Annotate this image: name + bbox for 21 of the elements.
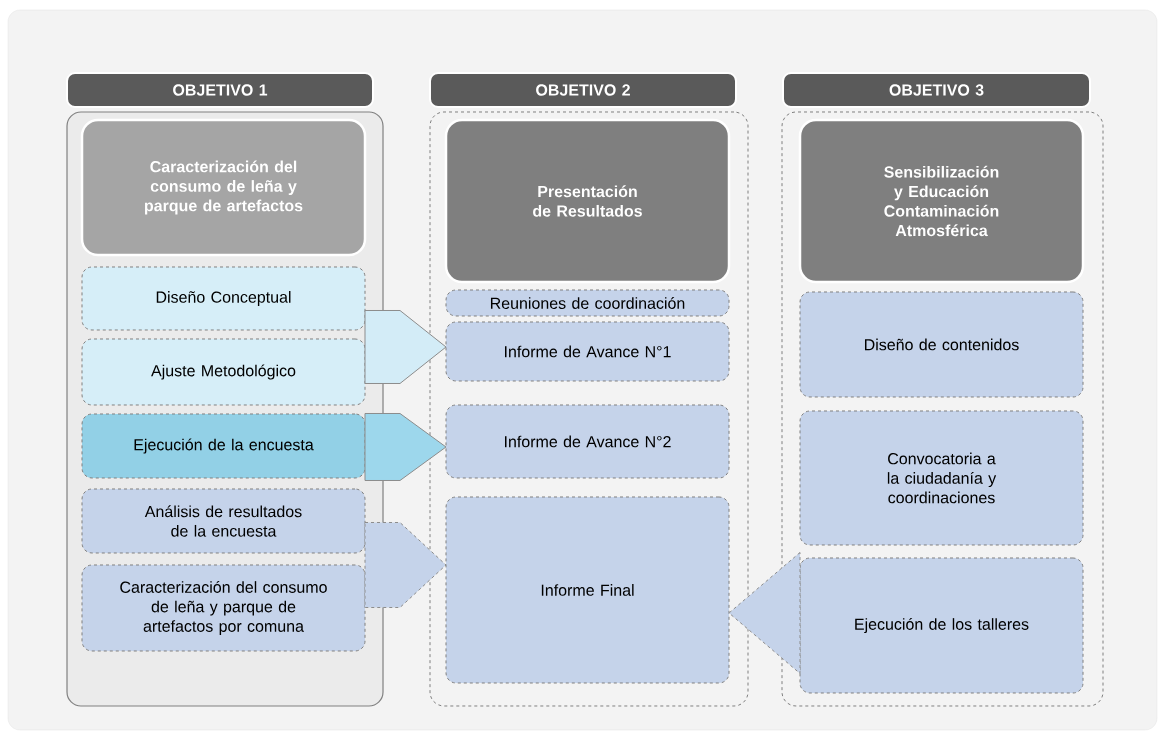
task-box: Diseño de contenidos <box>799 291 1084 398</box>
column-header-tab: OBJETIVO 3 <box>782 72 1091 108</box>
block-arrow <box>728 552 801 674</box>
column-header-tab: OBJETIVO 1 <box>66 72 374 108</box>
column-panel <box>781 111 1104 707</box>
task-box: Análisis de resultados de la encuesta <box>81 488 366 554</box>
block-arrow <box>364 310 447 384</box>
task-box: Informe de Avance N°2 <box>445 404 730 479</box>
task-box: Diseño Conceptual <box>81 266 366 331</box>
block-arrow <box>364 413 447 481</box>
column-panel <box>429 111 749 707</box>
title-box: Presentación de Resultados <box>444 118 731 284</box>
column-header-tab: OBJETIVO 2 <box>429 72 737 108</box>
title-box: Caracterización del consumo de leña y parque de artefactos <box>80 118 367 257</box>
task-box: Reuniones de coordinación <box>445 289 730 317</box>
title-box: Sensibilización y Educación Contaminación Atmosférica <box>798 118 1085 284</box>
task-box: Convocatoria a la ciudadanía y coordinaciones <box>799 410 1084 546</box>
task-box: Informe de Avance N°1 <box>445 321 730 382</box>
task-box: Ajuste Metodológico <box>81 338 366 406</box>
block-arrow <box>364 522 447 608</box>
task-box: Ejecución de la encuesta <box>81 413 366 479</box>
